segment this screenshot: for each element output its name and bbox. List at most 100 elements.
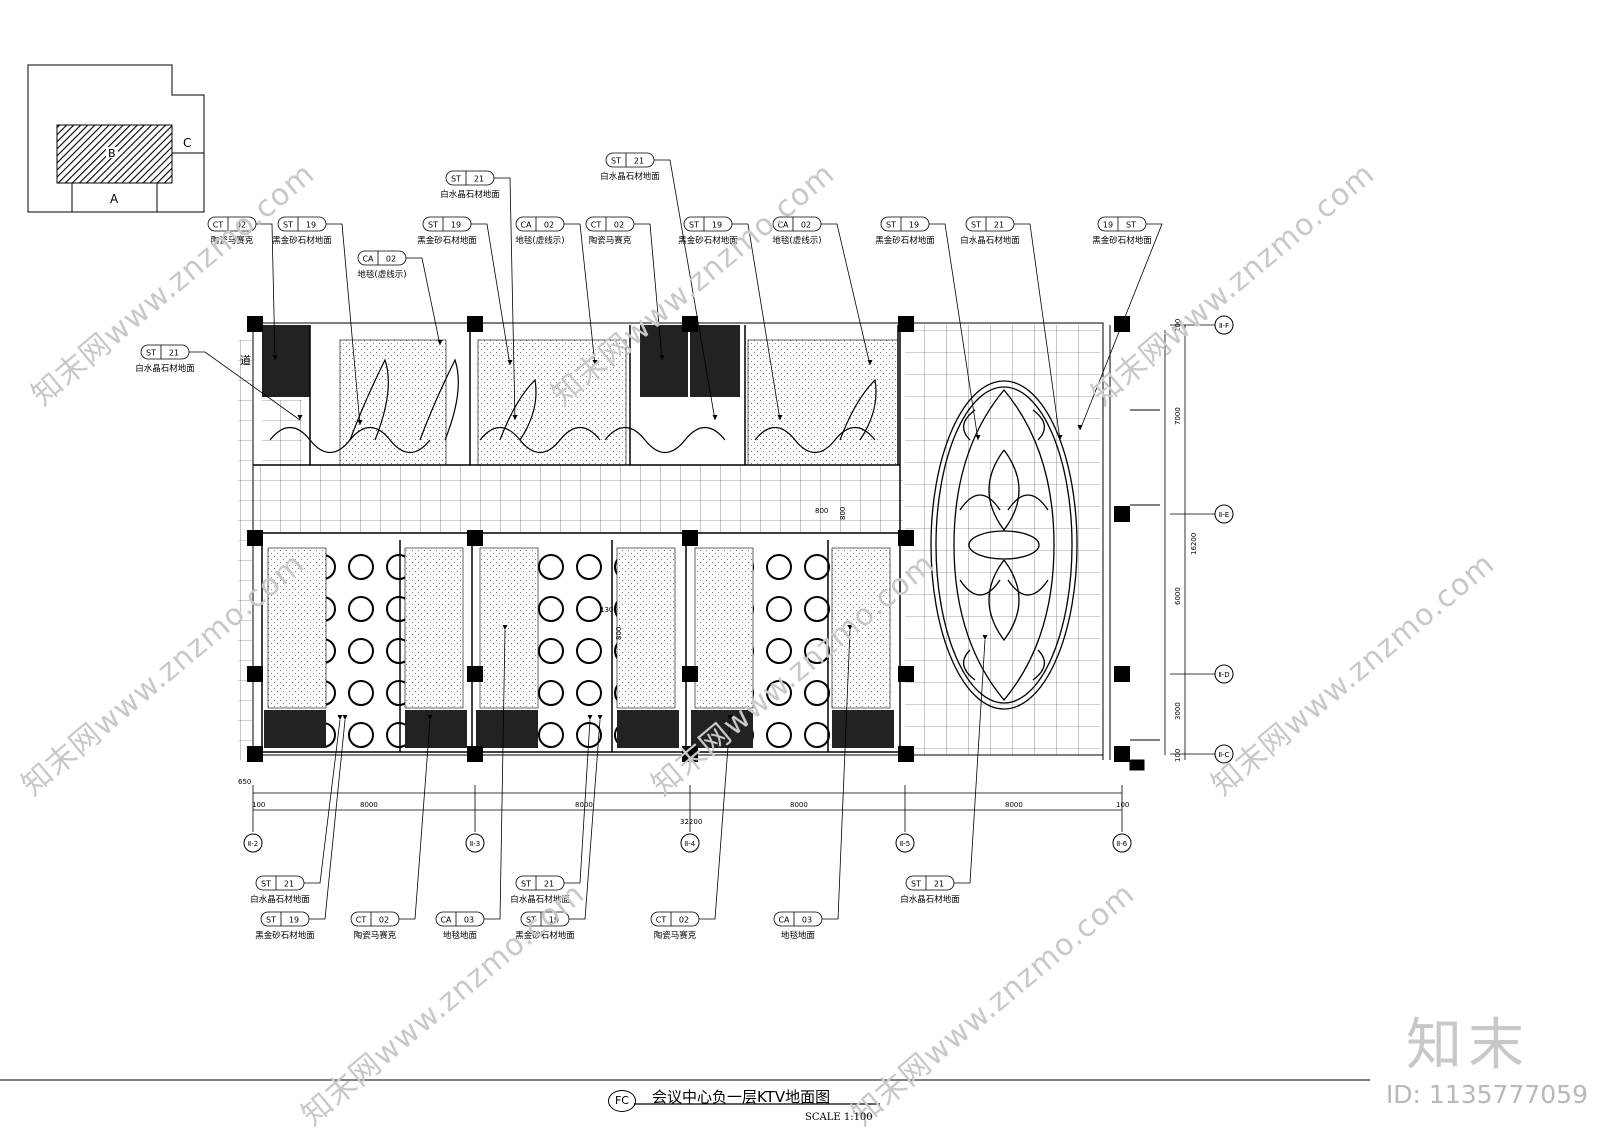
material-tag: CT 02 陶瓷马赛克 — [585, 216, 665, 361]
tag-number: 21 — [544, 880, 554, 889]
drawing-title: 会议中心负一层KTV地面图 — [652, 1088, 831, 1106]
image-id: ID: 1135777059 — [1385, 1080, 1588, 1109]
tag-code: CA — [778, 916, 790, 925]
tag-code: CA — [777, 221, 789, 230]
material-tag: ST 21 白水晶石材地面 — [900, 635, 988, 905]
tag-number: 02 — [544, 221, 554, 230]
tag-code: ST — [689, 221, 699, 230]
tag-label: 白水晶石材地面 — [135, 363, 195, 374]
tag-code: CT — [213, 221, 224, 230]
key-plan-b: B — [108, 147, 116, 160]
tag-number: 21 — [474, 175, 484, 184]
tag-number: 19 — [549, 916, 559, 925]
grid-bubble-label: Ⅱ-5 — [900, 840, 910, 848]
dim-detail-800c: 800 — [615, 627, 623, 640]
tag-code: CT — [656, 916, 667, 925]
dim-total: 32200 — [680, 818, 702, 826]
grid-bubble-right: Ⅱ-F — [1214, 315, 1234, 335]
tag-number: 02 — [386, 255, 396, 264]
tag-code: ST — [911, 880, 921, 889]
grid-bubble-right: Ⅱ-E — [1214, 504, 1234, 524]
dim-v-7000: 7000 — [1174, 407, 1182, 425]
tag-code: ST — [521, 880, 531, 889]
tag-label: 黑金砂石材地面 — [272, 235, 332, 246]
key-plan-c: C — [183, 136, 191, 150]
dim-v-3000: 3000 — [1174, 702, 1182, 720]
tag-label: 白水晶石材地面 — [250, 894, 310, 905]
tag-code: CT — [356, 916, 367, 925]
tag-label: 地毯(虚线示) — [515, 235, 564, 246]
dim-v-100a: 100 — [1174, 319, 1182, 332]
tag-code: ST — [428, 221, 438, 230]
dim-edge-right: 100 — [1116, 801, 1129, 809]
brand-logo: 知末 — [1406, 1013, 1530, 1078]
tag-code: ST — [451, 175, 461, 184]
grid-bubble-bottom: Ⅱ-3 — [465, 833, 485, 853]
tag-number: 03 — [464, 916, 474, 925]
tag-number: 02 — [614, 221, 624, 230]
tag-number: 19 — [909, 221, 919, 230]
tag-label: 陶瓷马赛克 — [589, 235, 632, 246]
material-tag: CT 02 陶瓷马赛克 — [207, 216, 278, 361]
dim-bay-1: 8000 — [360, 801, 378, 809]
tag-label: 白水晶石材地面 — [440, 189, 500, 200]
tag-number: 21 — [934, 880, 944, 889]
tag-label: 地毯地面 — [781, 930, 816, 941]
tag-number: 03 — [802, 916, 812, 925]
tag-code: ST — [611, 157, 621, 166]
drawing-tag: FC — [608, 1090, 636, 1112]
tag-label: 黑金砂石材地面 — [875, 235, 935, 246]
tag-label: 黑金砂石材地面 — [255, 930, 315, 941]
dim-detail-800a: 800 — [815, 507, 828, 515]
grid-bubble-label: Ⅱ-F — [1219, 322, 1229, 330]
tag-number: 19 — [289, 916, 299, 925]
key-plan — [27, 64, 205, 213]
tag-code: CT — [591, 221, 602, 230]
dim-bay-2: 8000 — [575, 801, 593, 809]
tag-number: 02 — [236, 221, 246, 230]
material-tag: CA 03 地毯地面 — [773, 625, 853, 941]
tag-number: 21 — [284, 880, 294, 889]
tag-number: 21 — [634, 157, 644, 166]
tag-label: 白水晶石材地面 — [960, 235, 1020, 246]
tag-number: 19 — [306, 221, 316, 230]
key-plan-a: A — [110, 192, 119, 206]
corridor-label: 道 — [240, 353, 251, 367]
tag-code: 19 — [1103, 221, 1113, 230]
grid-bubble-label: Ⅱ-C — [1219, 751, 1230, 759]
dim-bay-3: 8000 — [790, 801, 808, 809]
tag-code: CA — [362, 255, 374, 264]
grid-bubble-label: Ⅱ-2 — [248, 840, 258, 848]
tag-label: 黑金砂石材地面 — [417, 235, 477, 246]
tag-label: 黑金砂石材地面 — [1092, 235, 1152, 246]
material-tag: ST 19 黑金砂石材地面 — [272, 216, 363, 426]
drawing-scale: SCALE 1:100 — [805, 1112, 873, 1123]
tag-code: ST — [886, 221, 896, 230]
tag-label: 陶瓷马赛克 — [211, 235, 254, 246]
tag-label: 陶瓷马赛克 — [354, 930, 397, 941]
material-tag: ST 19 黑金砂石材地面 — [515, 715, 603, 941]
dim-v-total: 16200 — [1190, 533, 1198, 555]
grid-bubble-bottom: Ⅱ-5 — [895, 833, 915, 853]
tag-code: ST — [283, 221, 293, 230]
grid-bubble-label: Ⅱ-D — [1218, 671, 1229, 679]
tag-code: ST — [971, 221, 981, 230]
tag-number: ST — [1126, 221, 1136, 230]
grid-bubble-bottom: Ⅱ-6 — [1112, 833, 1132, 853]
grid-bubble-bottom: Ⅱ-4 — [680, 833, 700, 853]
tag-label: 白水晶石材地面 — [900, 894, 960, 905]
tag-label: 黑金砂石材地面 — [515, 930, 575, 941]
material-tag: ST 19 黑金砂石材地面 — [875, 216, 981, 441]
dim-left-tag: 650 — [238, 778, 251, 786]
material-tag: ST 21 白水晶石材地面 — [440, 170, 518, 421]
